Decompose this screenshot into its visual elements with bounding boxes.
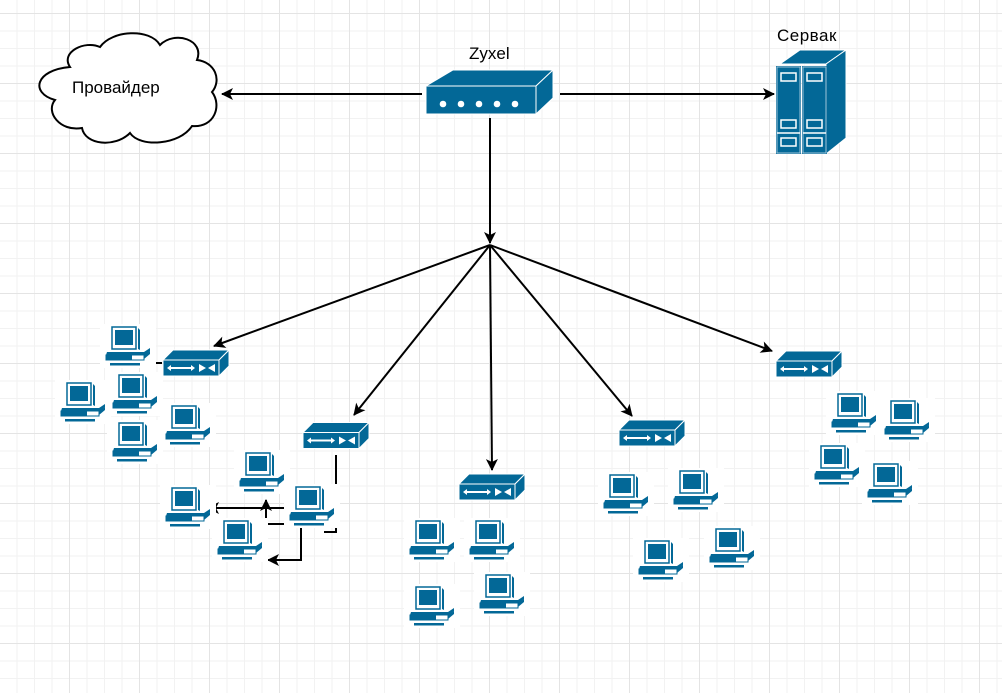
edge-segment-2-down [267,523,302,566]
pc-icon[interactable] [474,572,530,616]
switch-icon[interactable] [302,421,370,450]
router-label: Zyxel [469,44,510,63]
cloud-icon [38,32,218,144]
pc-icon[interactable] [862,461,918,505]
router-zyxel[interactable] [424,68,555,116]
edge-segment-2-up [260,499,284,525]
server-label: Сервак [777,26,837,45]
segment-3 [404,473,530,628]
pc-icon[interactable] [100,324,156,368]
edge-hub-segment-1 [213,244,491,348]
switch-icon[interactable] [775,350,843,378]
router-icon [424,68,555,116]
switch-icon[interactable] [162,349,230,377]
segment-5 [775,350,935,505]
edge-hub-segment-4 [489,244,633,417]
pc-icon[interactable] [107,420,163,464]
pc-icon[interactable] [55,380,111,424]
pc-icon[interactable] [704,526,760,570]
pc-icon[interactable] [668,468,724,512]
pc-icon[interactable] [464,518,520,562]
pc-icon[interactable] [809,443,865,487]
pc-icon[interactable] [879,398,935,442]
pc-icon[interactable] [404,518,460,562]
pc-icon[interactable] [160,485,216,529]
pc-icon[interactable] [160,403,216,447]
server-icon [776,49,848,156]
edge-hub-segment-3 [485,244,498,471]
pc-icon[interactable] [826,391,882,435]
server-servak[interactable] [776,49,848,156]
pc-icon[interactable] [212,518,268,562]
edge-hub-segment-2 [353,244,491,416]
pc-icon[interactable] [633,538,689,582]
pc-icon[interactable] [233,450,291,494]
pc-icon[interactable] [107,372,163,416]
segment-4 [598,419,760,582]
provider-label: Провайдер [72,78,160,97]
segment-1 [55,324,230,464]
switch-icon[interactable] [618,419,686,447]
pc-icon[interactable] [284,484,340,528]
pc-icon[interactable] [598,472,654,516]
pc-icon[interactable] [404,584,460,628]
switch-icon[interactable] [458,473,526,501]
edge-hub-segment-5 [489,244,773,353]
edge-segment-2-switch-pc [324,455,337,533]
provider-cloud[interactable] [38,32,218,144]
